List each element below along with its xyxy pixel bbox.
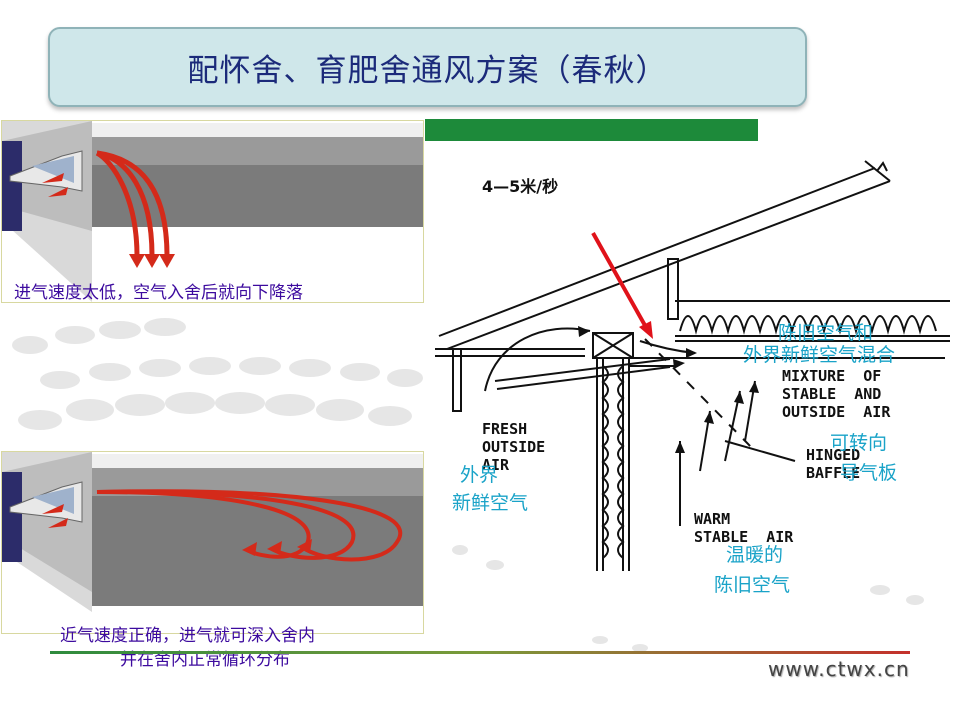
dotted-background bbox=[12, 318, 924, 652]
footer-divider bbox=[50, 651, 910, 654]
warm-air-label-cn-line1: 温暖的 bbox=[726, 544, 784, 566]
panel-correct-speed bbox=[1, 451, 424, 634]
ventilation-cross-section-diagram bbox=[435, 160, 950, 571]
mixture-label-en: MIXTURE OF STABLE AND OUTSIDE AIR bbox=[782, 367, 891, 421]
barn-illustration-correct-speed bbox=[2, 452, 423, 633]
air-speed-label: 4—5米/秒 bbox=[482, 177, 559, 196]
panel-low-speed: 进气速度太低，空气入舍后就向下降落 bbox=[1, 120, 424, 303]
panel-caption-correct-line2: 并在舍内正常循环分布 bbox=[120, 650, 290, 670]
green-divider-bar bbox=[425, 119, 758, 141]
mixture-label-cn-line1: 陈旧空气和 bbox=[778, 322, 874, 344]
page-title: 配怀舍、育肥舍通风方案（春秋） bbox=[187, 52, 668, 89]
footer-url: www.ctwx.cn bbox=[768, 657, 910, 681]
warm-air-label-cn-line2: 陈旧空气 bbox=[714, 574, 791, 596]
warm-air-label-en: WARM STABLE AIR bbox=[694, 510, 794, 546]
barn-illustration-low-speed bbox=[2, 121, 423, 302]
fresh-air-label-cn-line1: 外界 bbox=[460, 464, 499, 486]
panel-caption-low-speed: 进气速度太低，空气入舍后就向下降落 bbox=[14, 283, 303, 303]
panel-caption-correct-line1: 近气速度正确，进气就可深入舍内 bbox=[60, 626, 315, 646]
title-banner: 配怀舍、育肥舍通风方案（春秋） bbox=[48, 27, 807, 107]
hinged-baffle-label-cn-line1: 可转向 bbox=[830, 432, 888, 454]
fresh-air-label-en: FRESH OUTSIDE AIR bbox=[482, 420, 546, 474]
hinged-baffle-label-cn-line2: 导气板 bbox=[840, 462, 898, 484]
mixture-label-cn-line2: 外界新鲜空气混合 bbox=[743, 344, 896, 366]
fresh-air-label-cn-line2: 新鲜空气 bbox=[452, 492, 529, 514]
hinged-baffle-label-en: HINGED BAFFLE bbox=[806, 446, 861, 482]
